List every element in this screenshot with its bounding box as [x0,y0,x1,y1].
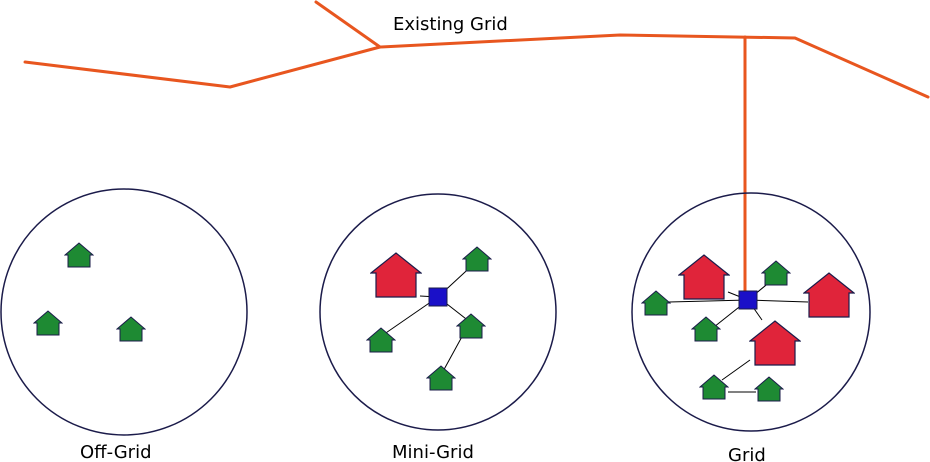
existing-grid-title: Existing Grid [393,14,508,35]
large-house-icon [678,254,730,300]
connection-line [747,299,809,303]
off-grid-boundary [0,188,248,436]
small-house-icon [33,310,63,336]
connection-line [379,296,439,338]
mini-grid-label: Mini-Grid [392,442,474,462]
off-grid-label: Off-Grid [80,442,152,462]
small-house-icon [366,327,396,353]
grid-branch-top [314,0,382,49]
mini-grid-cluster [319,193,557,431]
large-house-icon [370,252,422,298]
small-house-icon [426,365,456,391]
large-house-icon [749,320,801,366]
small-house-icon [116,316,146,342]
grid-boundary [631,192,871,432]
small-house-icon [754,376,784,402]
grid-trunk [23,33,930,99]
grid-label: Grid [728,445,766,462]
small-house-icon [691,316,721,342]
existing-grid-line [23,0,930,294]
hub-icon [428,287,448,307]
small-house-icon [456,313,486,339]
off-grid-cluster [0,188,248,436]
hub-icon [738,290,758,310]
grid-cluster [631,192,871,432]
small-house-icon [761,260,791,286]
connection-line [668,299,749,303]
mini-grid-boundary [319,193,557,431]
small-house-icon [64,242,94,268]
small-house-icon [462,246,492,272]
large-house-icon [803,272,855,318]
connection-line [721,359,751,381]
small-house-icon [641,290,671,316]
